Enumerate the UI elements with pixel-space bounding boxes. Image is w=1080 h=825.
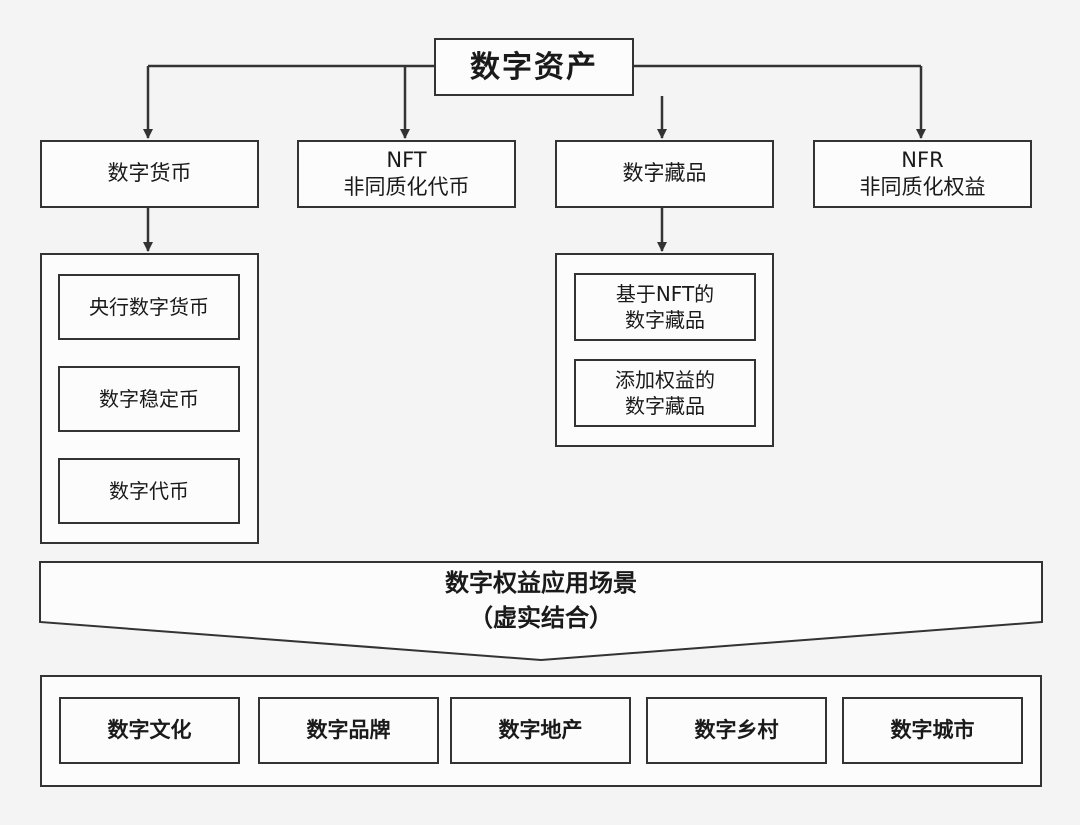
scenario-label: 数字权益应用场景 （虚实结合） [445, 569, 637, 632]
node-digital-culture: 数字文化 [59, 697, 240, 764]
node-nfr: NFR 非同质化权益 [813, 140, 1032, 208]
node-rights-added-collectible: 添加权益的 数字藏品 [574, 359, 756, 427]
node-digital-real-estate: 数字地产 [450, 697, 631, 764]
node-nft: NFT 非同质化代币 [297, 140, 516, 208]
root-node: 数字资产 [434, 38, 634, 96]
node-digital-brand: 数字品牌 [258, 697, 439, 764]
node-digital-village: 数字乡村 [646, 697, 827, 764]
node-digital-currency: 数字货币 [40, 140, 259, 208]
node-cbdc: 央行数字货币 [58, 274, 240, 340]
node-digital-token: 数字代币 [58, 458, 240, 524]
node-digital-city: 数字城市 [842, 697, 1023, 764]
node-digital-collectibles: 数字藏品 [555, 140, 774, 208]
node-stablecoin: 数字稳定币 [58, 366, 240, 432]
node-nft-based-collectible: 基于NFT的 数字藏品 [574, 273, 756, 341]
